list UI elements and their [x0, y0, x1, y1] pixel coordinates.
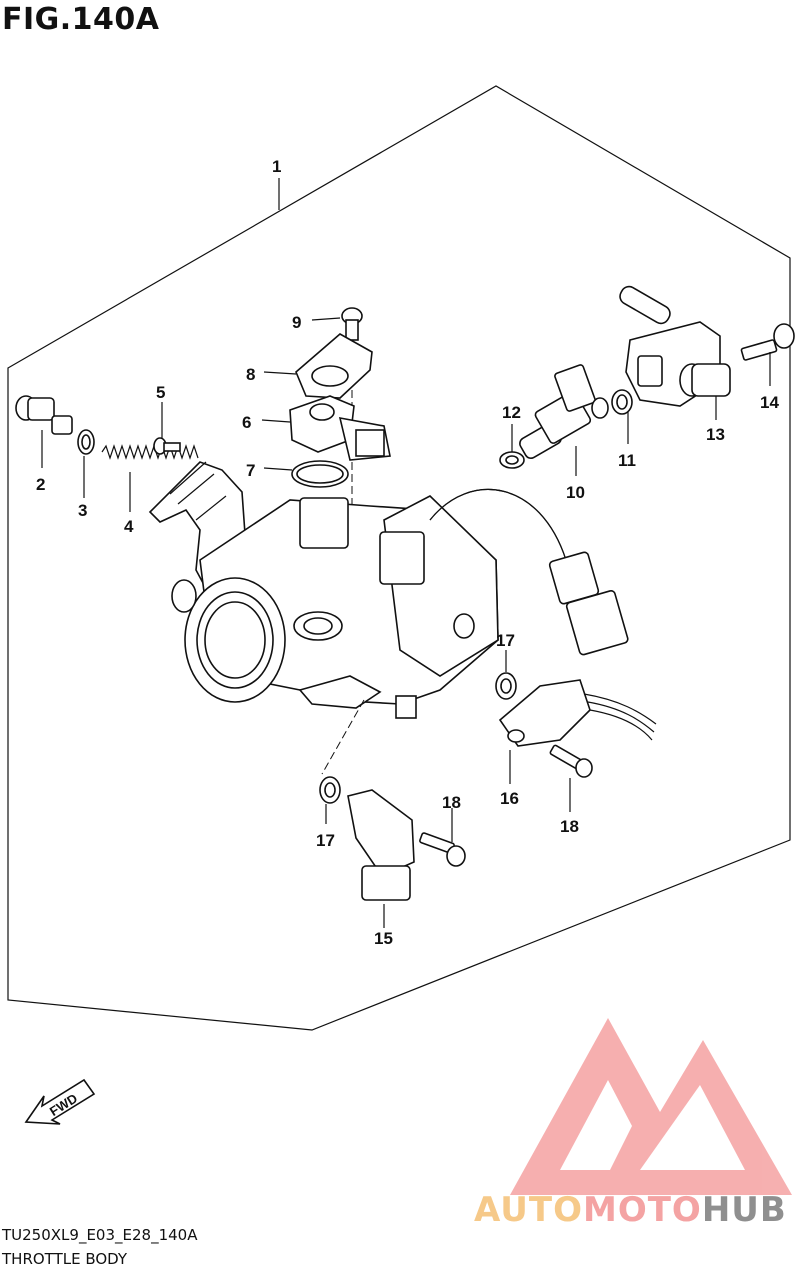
callout-6: 6 — [242, 413, 251, 432]
part-17-o-ring-upper — [495, 650, 517, 700]
watermark-auto: AUTO — [474, 1190, 583, 1230]
callout-18-lower: 18 — [442, 793, 461, 812]
part-12-o-ring — [499, 424, 525, 469]
callout-16: 16 — [500, 789, 519, 808]
callout-15: 15 — [374, 929, 393, 948]
callout-2: 2 — [36, 475, 45, 494]
callout-11: 11 — [618, 451, 636, 470]
diagram-name: THROTTLE BODY — [2, 1250, 128, 1268]
part-14-bolt — [740, 323, 795, 386]
figure-title: FIG.140A — [2, 2, 160, 37]
assembly-boundary — [7, 85, 791, 1031]
part-5-bolt — [153, 402, 181, 455]
part-17-o-ring-lower — [319, 699, 365, 824]
part-7-o-ring — [263, 460, 349, 488]
diagram-code: TU250XL9_E03_E28_140A — [2, 1226, 198, 1244]
callout-10: 10 — [566, 483, 585, 502]
fwd-arrow: FWD — [24, 1078, 96, 1125]
wiring-harness — [429, 488, 629, 656]
part-3-o-ring — [77, 429, 95, 498]
callout-17-lower: 17 — [316, 831, 335, 850]
watermark-moto: MOTO — [582, 1190, 702, 1230]
callout-1: 1 — [272, 157, 281, 176]
watermark-text: AUTOMOTOHUB — [474, 1190, 787, 1230]
callout-5: 5 — [156, 383, 165, 402]
callout-9: 9 — [292, 313, 301, 332]
callout-7: 7 — [246, 461, 255, 480]
callout-3: 3 — [78, 501, 87, 520]
callout-17-upper: 17 — [496, 631, 515, 650]
watermark-logo — [510, 1018, 792, 1195]
callout-4: 4 — [124, 517, 134, 536]
part-16-intake-air-pressure-sensor — [498, 679, 657, 784]
callout-12: 12 — [502, 403, 521, 422]
part-4-spring — [101, 444, 199, 512]
callout-14: 14 — [760, 393, 779, 412]
part-13-cap — [679, 363, 731, 420]
part-10-fuel-injector — [519, 364, 609, 476]
part-18-bolt-upper — [549, 744, 593, 812]
watermark-hub: HUB — [701, 1190, 787, 1230]
throttle-body-main — [171, 495, 499, 719]
part-6-throttle-position-sensor — [261, 395, 391, 461]
part-15-sensor — [347, 789, 415, 928]
part-2-idle-plug — [15, 395, 73, 468]
part-8-sensor-bracket — [263, 333, 373, 399]
part-18-bolt-lower — [419, 808, 466, 867]
part-11-o-ring — [611, 389, 633, 444]
callout-18-upper: 18 — [560, 817, 579, 836]
callout-13: 13 — [706, 425, 725, 444]
callout-8: 8 — [246, 365, 255, 384]
